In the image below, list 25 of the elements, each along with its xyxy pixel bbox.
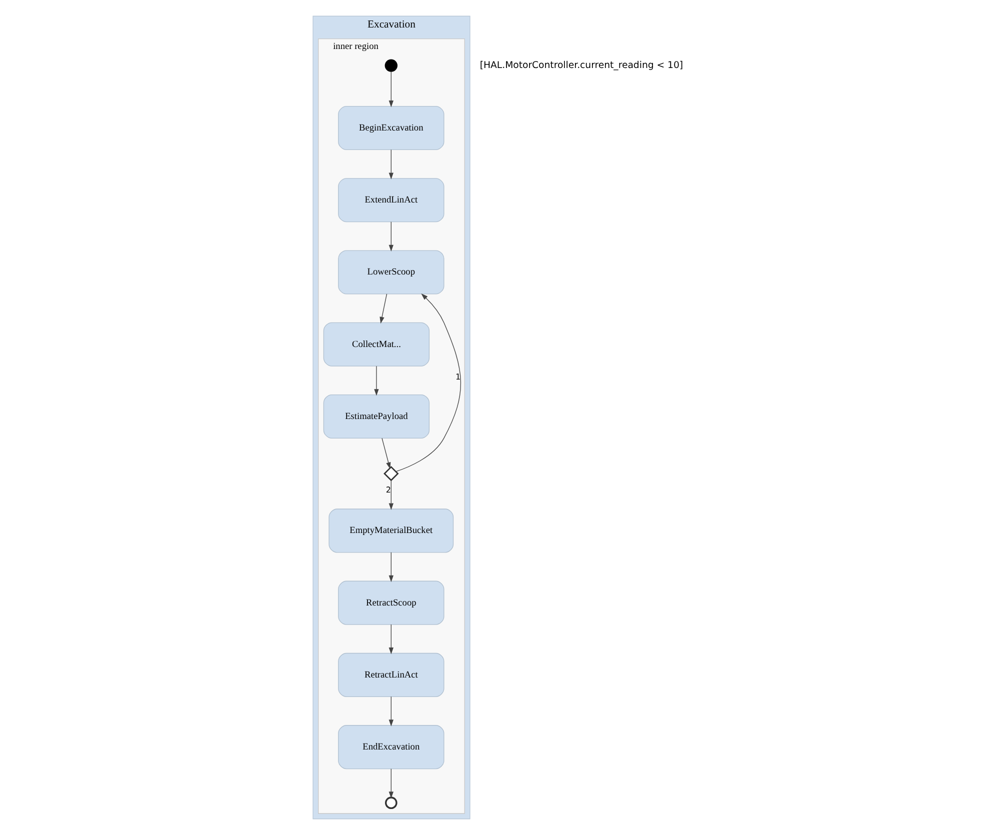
arrow bbox=[388, 149, 394, 180]
node-box: CollectMat... bbox=[323, 322, 430, 366]
node-box: EstimatePayload bbox=[323, 394, 430, 439]
node-box: EndExcavation bbox=[338, 725, 444, 770]
arrow bbox=[395, 293, 461, 472]
arrow bbox=[388, 696, 394, 726]
arrow bbox=[388, 768, 394, 798]
arrow bbox=[382, 438, 391, 470]
arrow bbox=[388, 222, 394, 252]
arrow bbox=[388, 480, 394, 510]
arrow bbox=[374, 366, 379, 396]
node-box: ExtendLinAct bbox=[338, 178, 444, 222]
node-box: EmptyMaterialBucket bbox=[328, 508, 454, 553]
node-box: BeginExcavation bbox=[338, 106, 444, 150]
node-box: LowerScoop bbox=[338, 250, 444, 294]
node-circle bbox=[384, 796, 398, 809]
node-circle bbox=[384, 59, 398, 72]
arrow bbox=[388, 624, 394, 654]
label: [HAL.MotorController.current_reading < 10] bbox=[480, 60, 684, 72]
node-box: RetractLinAct bbox=[338, 652, 444, 697]
arrow bbox=[380, 294, 388, 324]
node-diamond bbox=[384, 466, 399, 482]
arrow bbox=[388, 552, 394, 582]
node-box: RetractScoop bbox=[338, 580, 444, 625]
arrow bbox=[388, 71, 394, 108]
